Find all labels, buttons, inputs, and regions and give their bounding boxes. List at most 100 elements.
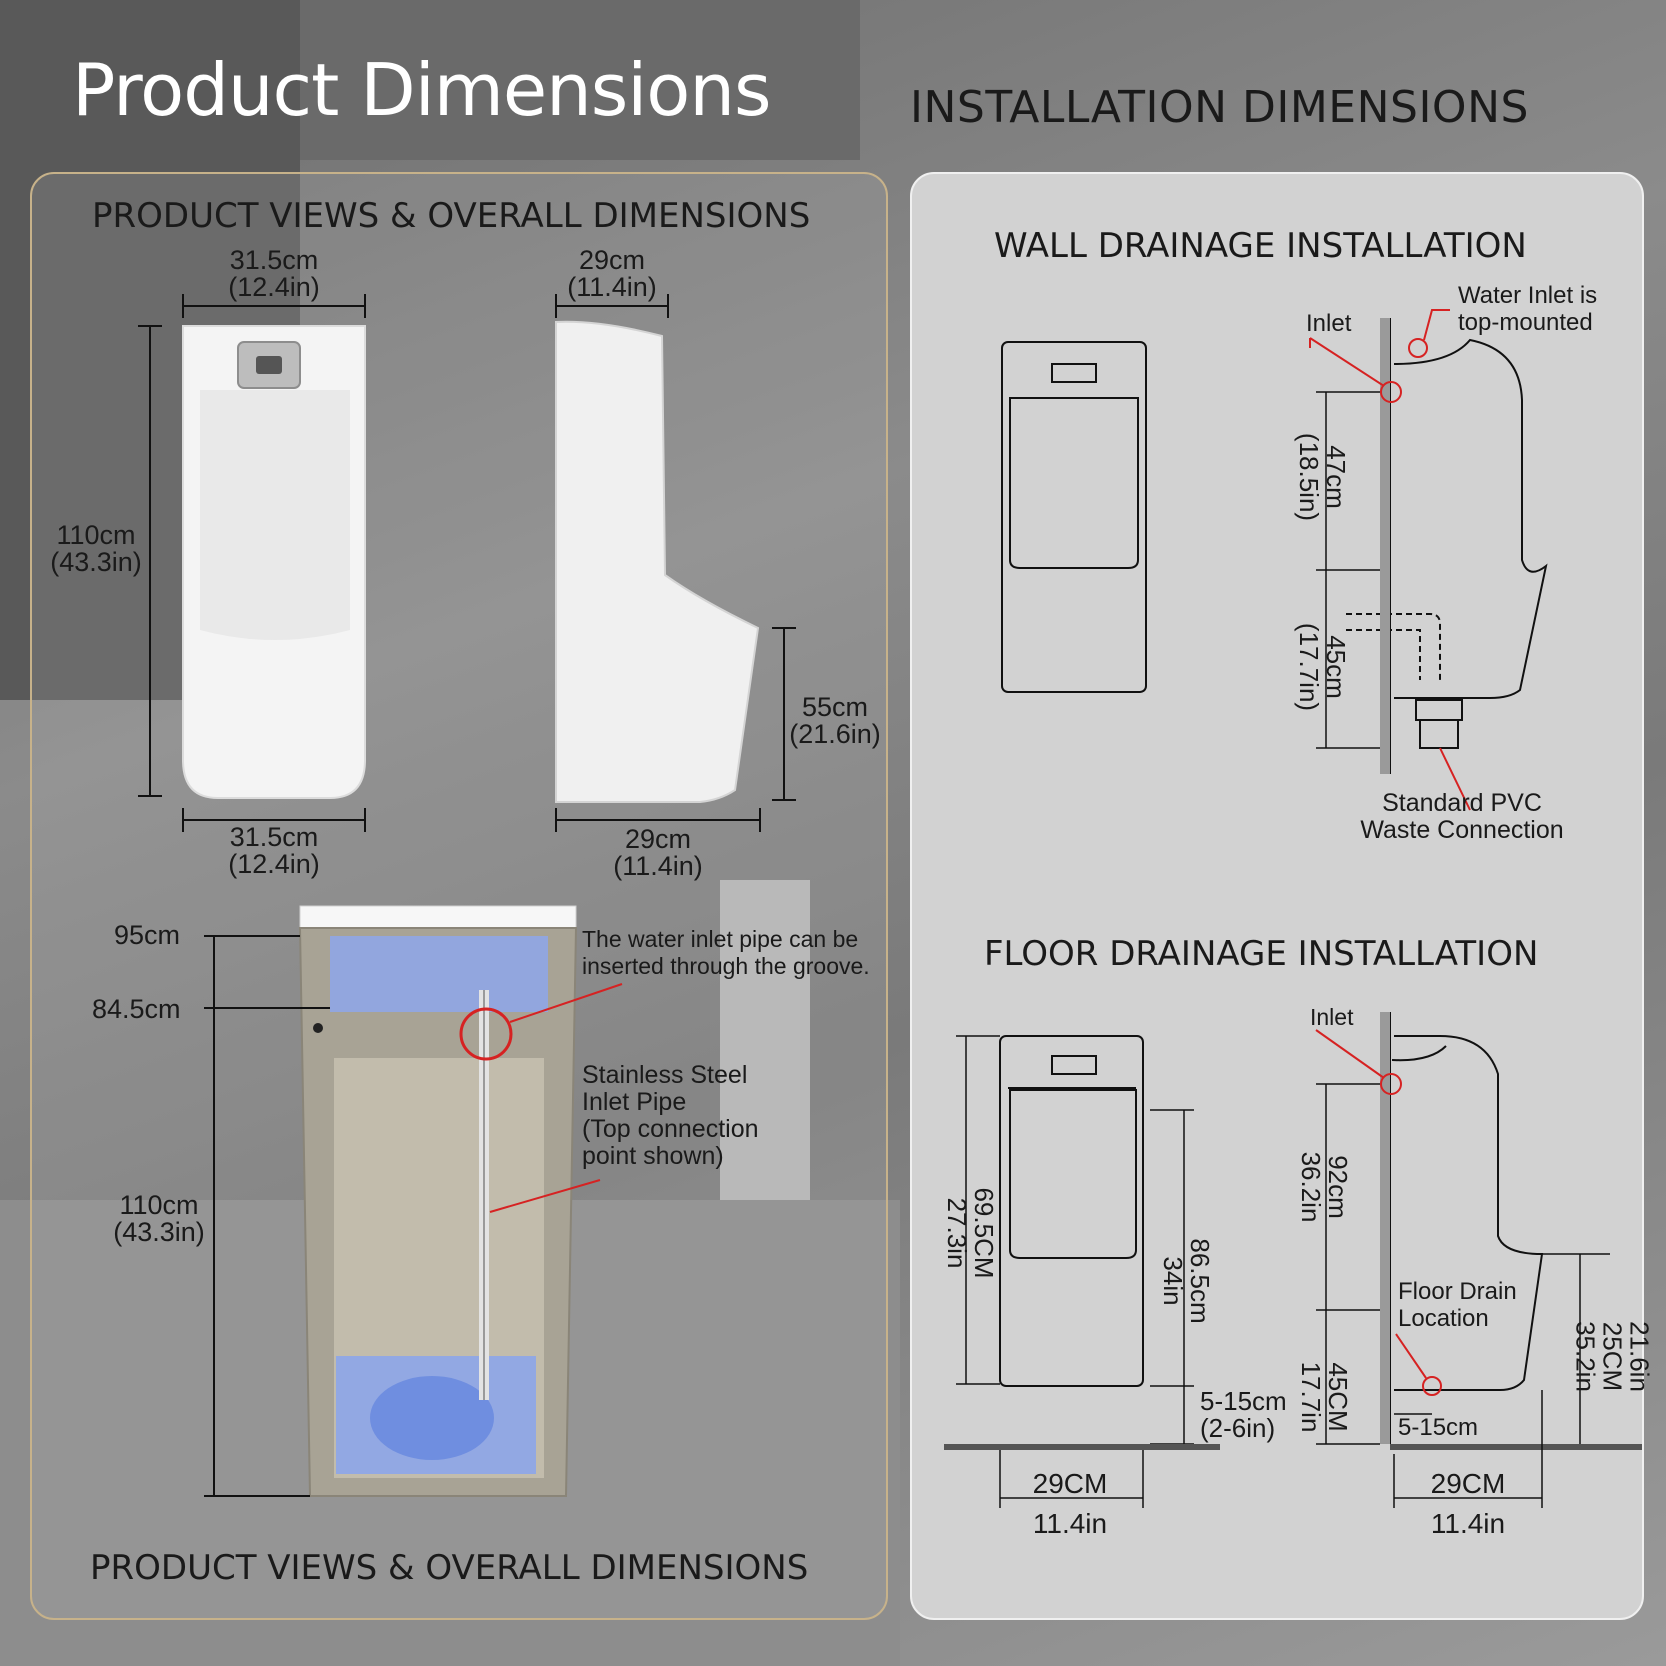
groove-note-line-1: The water inlet pipe can be	[582, 926, 859, 952]
floor-dim-92: 92cm 36.2in	[1296, 1127, 1353, 1247]
wall-drainage-heading: WALL DRAINAGE INSTALLATION	[994, 226, 1527, 266]
floor-side-width-cm: 29CM	[1430, 1468, 1506, 1499]
lip-height: 55cm (21.6in)	[780, 694, 890, 748]
wall-dim-47-in: (18.5in)	[1294, 432, 1324, 522]
front-bottom-width-in: (12.4in)	[228, 849, 320, 879]
front-view-urinal	[182, 325, 366, 799]
overall-height-in: (43.3in)	[50, 547, 142, 577]
floor-dim-695-in: 27.3in	[942, 1197, 972, 1269]
wall-inlet-label: Inlet	[1306, 310, 1352, 337]
pvc-note-line-2: Waste Connection	[1360, 816, 1564, 844]
cut-height-in: (43.3in)	[113, 1217, 205, 1247]
front-dimension-lines	[138, 294, 796, 832]
floor-front-width-in: 11.4in	[1032, 1508, 1108, 1539]
front-bottom-width: 31.5cm (12.4in)	[214, 824, 334, 878]
side-top-depth-in: (11.4in)	[567, 272, 657, 302]
groove-note-line-2: inserted through the groove.	[582, 953, 870, 979]
cutaway-view-urinal	[298, 905, 623, 1497]
cut-height: 110cm (43.3in)	[104, 1192, 214, 1246]
cut-dimension-845: 84.5cm	[92, 994, 181, 1024]
floor-side-ground	[1380, 1012, 1642, 1450]
water-inlet-line-1: Water Inlet is	[1458, 282, 1598, 309]
wall-dimension-lines	[1316, 391, 1380, 749]
floor-callouts	[1315, 1029, 1442, 1396]
floor-front-outline	[999, 1035, 1144, 1387]
side-top-depth: 29cm (11.4in)	[552, 247, 672, 301]
pvc-note: Standard PVC Waste Connection	[1352, 790, 1572, 844]
pipe-note: Stainless Steel Inlet Pipe (Top connecti…	[582, 1062, 759, 1170]
pvc-note-line-1: Standard PVC	[1382, 789, 1542, 817]
wall-front-outline	[1001, 341, 1147, 693]
lip-height-cm: 55cm	[801, 692, 869, 722]
product-views-heading-bottom: PRODUCT VIEWS & OVERALL DIMENSIONS	[90, 1548, 809, 1588]
floor-front-width: 29CM 11.4in	[1010, 1464, 1130, 1544]
front-top-width-in: (12.4in)	[228, 272, 320, 302]
side-view-urinal	[555, 320, 760, 803]
side-bottom-depth-in: (11.4in)	[613, 851, 703, 881]
background-wall-block	[300, 0, 860, 160]
floor-dim-92-cm: 92cm	[1323, 1155, 1353, 1219]
floor-side-width-in: 11.4in	[1430, 1508, 1506, 1539]
floor-dim-45: 45CM 17.7in	[1296, 1337, 1353, 1457]
floor-drain-line-1: Floor Drain	[1398, 1278, 1517, 1305]
floor-side-dimensions	[1316, 1083, 1610, 1508]
pipe-note-line-3: (Top connection	[582, 1115, 759, 1143]
wall-dim-45: 45cm (17.7in)	[1294, 607, 1351, 727]
floor-drain-offset: 5-15cm	[1398, 1414, 1479, 1441]
overall-height-cm: 110cm	[56, 520, 136, 550]
floor-dim-right: 21.6in 25CM 35.2in	[1570, 1287, 1655, 1427]
wall-dim-45-in: (17.7in)	[1294, 622, 1324, 712]
pipe-note-line-2: Inlet Pipe	[582, 1088, 687, 1116]
floor-dim-695: 69.5CM 27.3in	[942, 1163, 999, 1303]
floor-dim-right-line-1: 21.6in	[1624, 1321, 1655, 1392]
groove-note: The water inlet pipe can be inserted thr…	[582, 926, 870, 980]
cut-height-cm: 110cm	[119, 1190, 199, 1220]
floor-drain-note: Floor Drain Location	[1398, 1278, 1517, 1332]
wall-dim-47-cm: 47cm	[1321, 445, 1351, 509]
wall-side-outline	[1346, 318, 1548, 774]
cutaway-dimension-lines	[204, 935, 330, 1497]
side-bottom-depth-cm: 29cm	[624, 824, 692, 854]
side-bottom-depth: 29cm (11.4in)	[598, 826, 718, 880]
floor-dim-right-line-2: 25CM	[1597, 1321, 1628, 1392]
wall-hatching	[1380, 318, 1390, 774]
floor-dim-695-cm: 69.5CM	[969, 1187, 999, 1279]
overall-height: 110cm (43.3in)	[46, 522, 146, 576]
floor-gap: 5-15cm (2-6in)	[1200, 1388, 1287, 1442]
floor-gap-in: (2-6in)	[1200, 1413, 1276, 1443]
front-top-width: 31.5cm (12.4in)	[214, 247, 334, 301]
wall-dim-47: 47cm (18.5in)	[1294, 417, 1351, 537]
floor-gap-cm: 5-15cm	[1200, 1386, 1287, 1416]
floor-front-dimensions	[956, 1035, 1194, 1508]
floor-dim-865-in: 34in	[1158, 1256, 1188, 1306]
floor-side-outline	[1389, 1012, 1544, 1444]
floor-dim-92-in: 36.2in	[1296, 1151, 1326, 1223]
lip-height-in: (21.6in)	[789, 719, 881, 749]
floor-dim-45-in: 17.7in	[1296, 1361, 1326, 1433]
front-bottom-width-cm: 31.5cm	[229, 822, 319, 852]
wall-dim-45-cm: 45cm	[1321, 635, 1351, 699]
page-title: Product Dimensions	[72, 48, 771, 132]
floor-front-width-cm: 29CM	[1032, 1468, 1108, 1499]
cut-dimension-95: 95cm	[114, 920, 181, 950]
installation-title: INSTALLATION DIMENSIONS	[910, 82, 1529, 133]
floor-dim-865-cm: 86.5cm	[1185, 1238, 1215, 1324]
side-top-depth-cm: 29cm	[578, 245, 646, 275]
product-views-heading: PRODUCT VIEWS & OVERALL DIMENSIONS	[92, 196, 811, 236]
floor-drain-line-2: Location	[1398, 1305, 1489, 1332]
pipe-note-line-4: point shown)	[582, 1142, 724, 1170]
floor-dim-865: 86.5cm 34in	[1158, 1211, 1215, 1351]
floor-front-ground	[944, 1444, 1220, 1450]
water-inlet-note: Water Inlet is top-mounted	[1458, 282, 1597, 336]
floor-drainage-heading: FLOOR DRAINAGE INSTALLATION	[984, 934, 1539, 974]
floor-side-width: 29CM 11.4in	[1408, 1464, 1528, 1544]
water-inlet-line-2: top-mounted	[1458, 309, 1593, 336]
pipe-note-line-1: Stainless Steel	[582, 1061, 748, 1089]
wall-callouts	[1309, 309, 1471, 811]
floor-dim-right-line-3: 35.2in	[1570, 1321, 1601, 1392]
floor-inlet-label: Inlet	[1310, 1004, 1354, 1030]
floor-dim-45-cm: 45CM	[1323, 1362, 1353, 1432]
front-top-width-cm: 31.5cm	[229, 245, 319, 275]
